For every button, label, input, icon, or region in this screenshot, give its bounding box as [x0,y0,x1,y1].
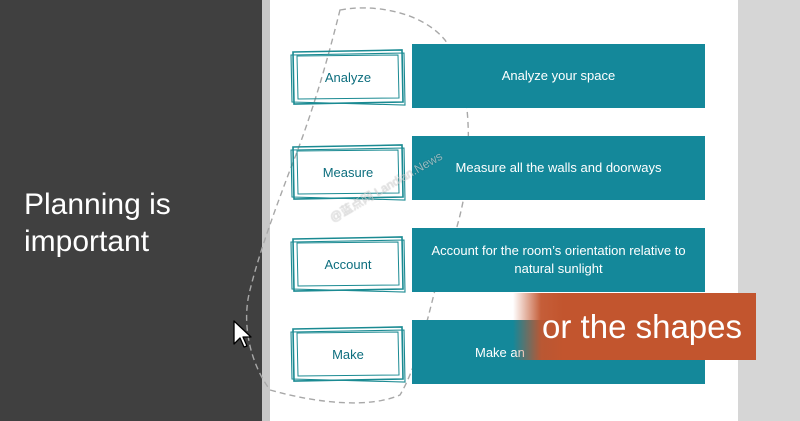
step-box-account[interactable]: Account [290,234,406,294]
step-bar-analyze[interactable]: Analyze your space [412,44,705,108]
step-box-analyze[interactable]: Analyze [290,47,406,107]
step-description-analyze: Analyze your space [501,68,616,83]
sketch-frame [290,144,406,201]
step-description-account: Account for the room’s orientation relat… [431,243,686,276]
step-description-make: Make an [475,345,525,360]
step-label-analyze: Analyze [324,69,372,85]
slide-title-panel: Planning is important [0,0,262,421]
sketch-frame [290,236,406,293]
sketch-frame [290,326,406,383]
slide-title: Planning is important [24,188,171,258]
step-box-make[interactable]: Make [290,324,406,384]
step-label-measure: Measure [322,164,374,180]
step-bar-measure[interactable]: Measure all the walls and doorways [412,136,705,200]
caption-overlay: or the shapes [513,293,756,360]
step-label-account: Account [324,256,372,272]
panel-divider [262,0,270,421]
step-box-measure[interactable]: Measure [290,142,406,202]
step-label-make: Make [332,346,364,362]
mouse-pointer-icon [233,320,252,348]
step-description-measure: Measure all the walls and doorways [455,160,662,175]
step-bar-account[interactable]: Account for the room’s orientation relat… [412,228,705,292]
sketch-frame [290,49,406,106]
